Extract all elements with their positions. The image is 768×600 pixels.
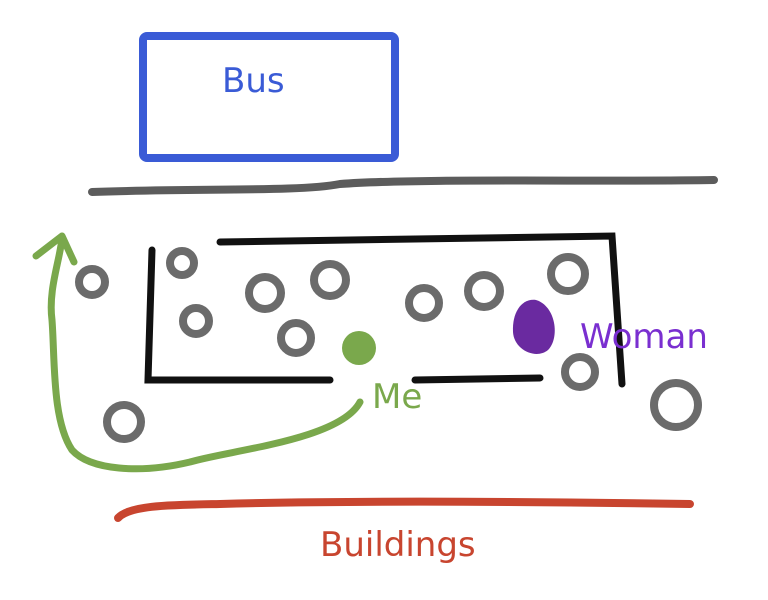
- person-mark: [547, 253, 589, 295]
- person-mark: [103, 401, 145, 443]
- person-mark: [650, 379, 702, 431]
- person-mark: [464, 271, 504, 311]
- person-mark: [179, 304, 213, 338]
- path-arrowhead: [32, 232, 78, 266]
- person-mark: [561, 353, 599, 391]
- crowd-people: [75, 247, 702, 443]
- person-mark: [245, 273, 285, 313]
- me-label: Me: [372, 377, 423, 417]
- person-mark: [310, 260, 350, 300]
- person-mark: [166, 247, 198, 279]
- person-mark: [75, 265, 109, 299]
- person-mark: [405, 284, 443, 322]
- buildings-line: [114, 497, 694, 522]
- buildings-label: Buildings: [320, 525, 476, 565]
- road-line: [88, 176, 718, 196]
- person-mark: [277, 319, 315, 357]
- bus-label: Bus: [222, 61, 285, 101]
- woman-marker: [512, 299, 555, 354]
- bus-rectangle: [139, 32, 399, 162]
- woman-label: Woman: [580, 317, 708, 357]
- me-marker: [342, 331, 376, 365]
- barrier-enclosure: [144, 232, 626, 388]
- path-arrow: [47, 234, 364, 473]
